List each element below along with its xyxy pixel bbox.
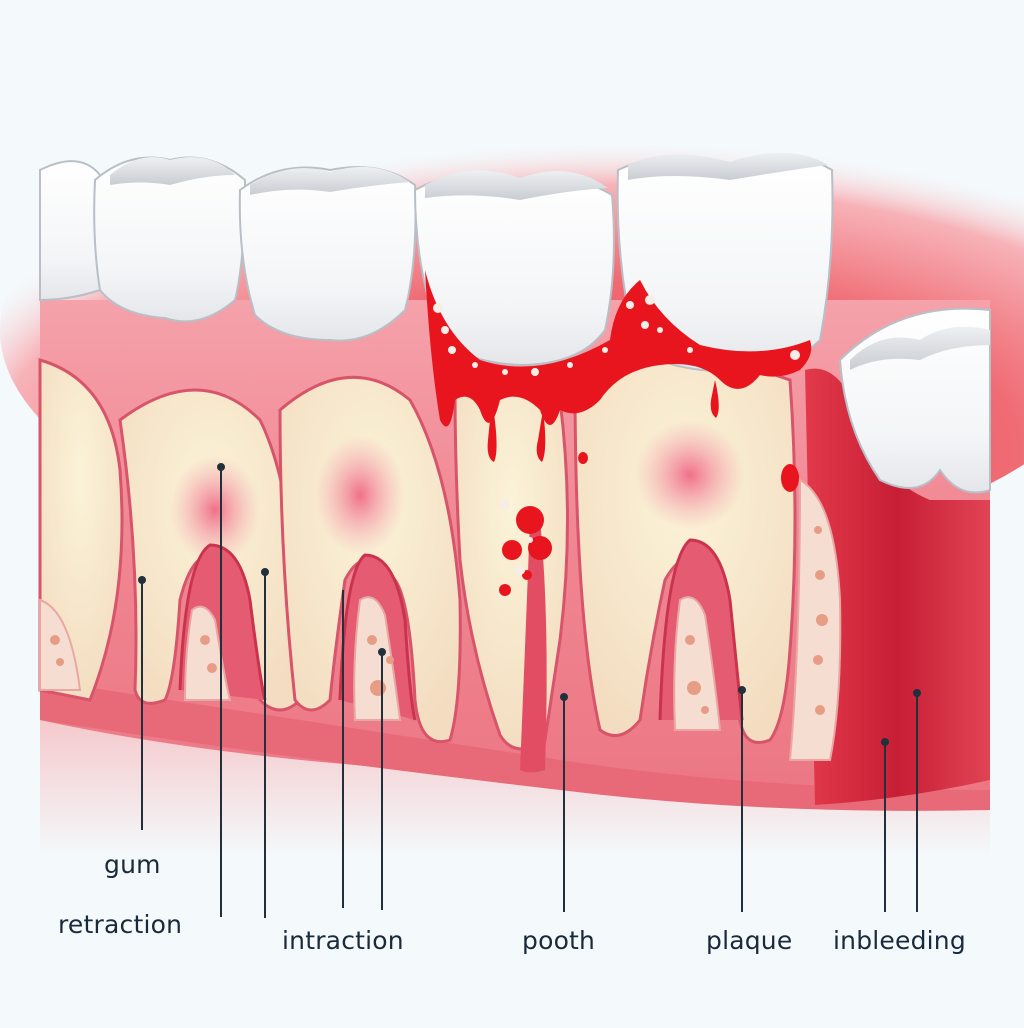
gum-base-line — [40, 680, 990, 811]
back-molar — [838, 307, 991, 494]
label-intraction: intraction — [282, 926, 404, 955]
alveolar-bone — [39, 478, 842, 761]
label-retraction: retraction — [58, 910, 183, 939]
plaque-deposits — [433, 295, 800, 575]
label-gum: gum — [104, 850, 161, 879]
label-plaque: plaque — [706, 926, 793, 955]
label-inbleeding: inbleeding — [833, 926, 966, 955]
crowns — [39, 152, 834, 374]
inflamed-gum-right — [805, 368, 990, 805]
leader-lines — [138, 463, 921, 918]
bleeding-gums — [425, 270, 812, 596]
label-pooth: pooth — [522, 926, 596, 955]
